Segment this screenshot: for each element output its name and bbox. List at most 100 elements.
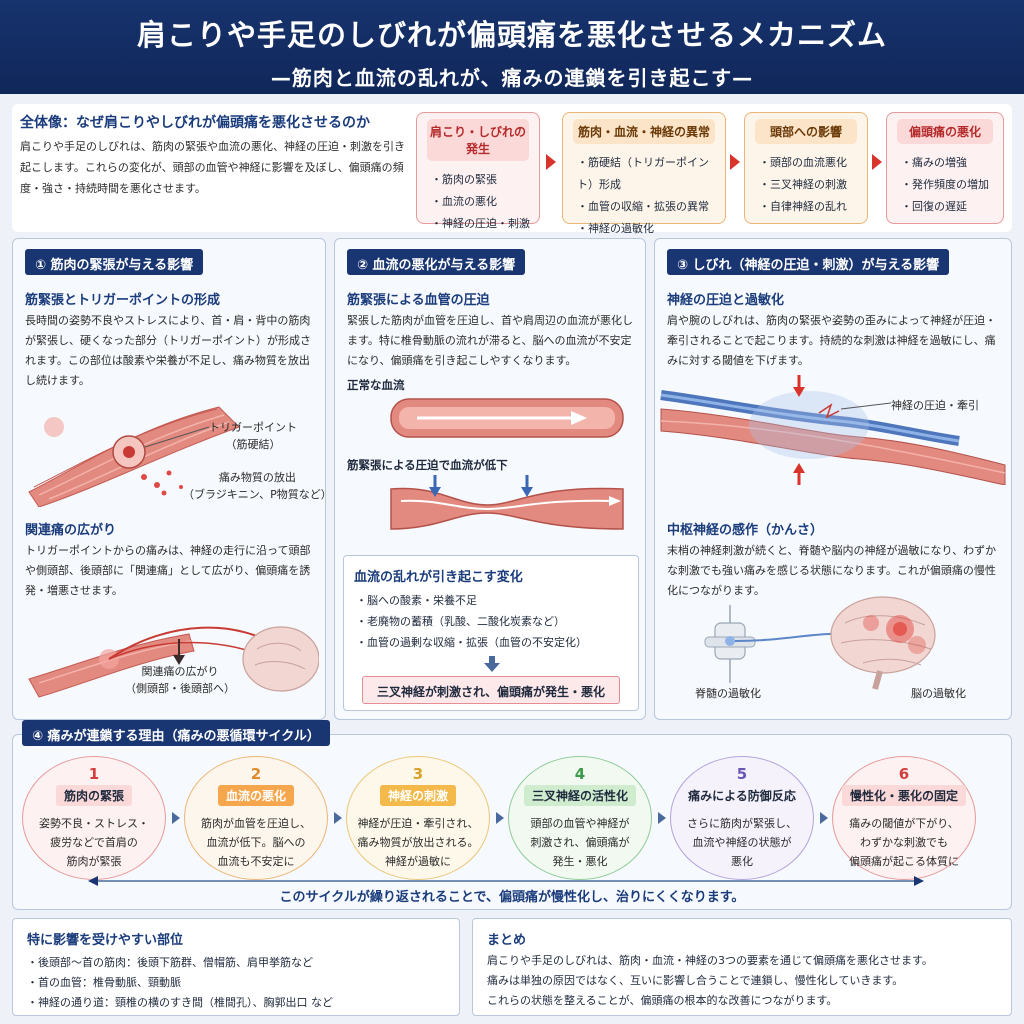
referred-pain-label: 関連痛の広がり（側頭部・後頭部へ） [125,665,235,695]
step-description: 姿勢不良・ストレス・疲労などで首肩の筋肉が緊張 [39,817,149,868]
flow-step-title: 偏頭痛の悪化 [897,119,993,144]
flow-step-3: 頭部への影響 頭部の血流悪化 三叉神経の刺激 自律神経の乱れ [744,112,868,224]
summary-box: まとめ 肩こりや手足のしびれは、筋肉・血流・神経の3つの要素を通じて偏頭痛を悪化… [472,918,1012,1016]
cycle-step-5: 5 痛みによる防御反応 さらに筋肉が緊張し、血流や神経の状態が悪化 [670,756,814,880]
compressed-flow-label: 筋緊張による圧迫で血流が低下 [347,458,508,472]
step-title: 神経の刺激 [379,785,456,806]
cycle-step-6: 6 慢性化・悪化の固定 痛みの閾値が下がり、わずかな刺激でも偏頭痛が起こる体質に [832,756,976,880]
blood-flow-effects-box: 血流の乱れが引き起こす変化 脳への酸素・栄養不足 老廃物の蓄積（乳酸、二酸化炭素… [343,555,639,711]
panel-subheading: 関連痛の広がり [25,523,117,538]
step-title: 筋肉の緊張 [55,785,132,806]
flow-item: 痛みの増強 [901,152,1003,174]
flow-item: 三叉神経の刺激 [759,174,867,196]
overview-description: 肩こりや手足のしびれは、筋肉の緊張や血流の悪化、神経の圧迫・刺激を引き起こします… [20,140,405,195]
step-title: 血流の悪化 [217,785,294,806]
step-description: 痛みの閾値が下がり、わずかな刺激でも偏頭痛が起こる体質に [849,817,959,868]
panel-heading: ② 血流の悪化が与える影響 [347,249,526,275]
affected-areas-box: 特に影響を受けやすい部位 後頭部〜首の筋肉：後頭下筋群、僧帽筋、肩甲挙筋など 首… [12,918,460,1016]
box-title: 特に影響を受けやすい部位 [27,933,184,948]
flow-item: 筋硬結（トリガーポイント）形成 [577,152,725,196]
box-title: まとめ [487,933,527,948]
flow-arrow-icon [730,154,740,170]
arrow-down-icon [484,656,500,672]
result-box: 三叉神経が刺激され、偏頭痛が発生・悪化 [362,676,620,704]
summary-text: 肩こりや手足のしびれは、筋肉・血流・神経の3つの要素を通じて偏頭痛を悪化させます… [487,954,933,1007]
nerve-compression-label: 神経の圧迫・牽引 [891,399,979,412]
page-title: 肩こりや手足のしびれが偏頭痛を悪化させるメカニズム [136,18,887,52]
flow-step-2: 筋肉・血流・神経の異常 筋硬結（トリガーポイント）形成 血管の収縮・拡張の異常 … [562,112,726,235]
panel-subheading: 筋緊張による血管の圧迫 [347,293,490,308]
step-description: 筋肉が血管を圧迫し、血流が低下。脳への血流も不安定に [201,817,311,868]
muscle-illustration [28,406,240,507]
cycle-step-1: 1 筋肉の緊張 姿勢不良・ストレス・疲労などで首肩の筋肉が緊張 [22,756,166,880]
step-title: 三叉神経の活性化 [523,785,636,806]
box-item: 血管の過剰な収縮・拡張（血管の不安定化） [356,632,587,653]
panel-text: トリガーポイントからの痛みは、神経の走行に沿って頭部や側頭部、後頭部に「関連痛」… [25,544,311,597]
panel-text: 長時間の姿勢不良やストレスにより、首・肩・背中の筋肉が緊張し、硬くなった部分（ト… [25,314,311,387]
panel-subheading: 中枢神経の感作（かんさ） [667,523,824,538]
panel-text: 緊張した筋肉が血管を圧迫し、首や肩周辺の血流が悪化します。特に椎骨動脈の流れが滞… [347,314,633,367]
cycle-step-4: 4 三叉神経の活性化 頭部の血管や神経が刺激され、偏頭痛が発生・悪化 [508,756,652,880]
flow-arrow-icon [872,154,882,170]
flow-step-1: 肩こり・しびれの発生 筋肉の緊張 血流の悪化 神経の圧迫・刺激 [416,112,540,230]
step-number: 4 [574,765,586,783]
cycle-step-2: 2 血流の悪化 筋肉が血管を圧迫し、血流が低下。脳への血流も不安定に [184,756,328,880]
flow-step-title: 頭部への影響 [755,119,857,144]
step-number: 2 [250,765,262,783]
step-number: 3 [412,765,424,783]
panel-subheading: 神経の圧迫と過敏化 [667,293,785,308]
central-sensitization-illustration [704,596,936,690]
flow-step-title: 肩こり・しびれの発生 [427,119,529,161]
normal-flow-label: 正常な血流 [347,378,405,392]
page-header: 肩こりや手足のしびれが偏頭痛を悪化させるメカニズム —筋肉と血流の乱れが、痛みの… [0,0,1024,94]
spinal-sensitization-label: 脊髄の過敏化 [695,687,761,700]
overview-title: 全体像：なぜ肩こりやしびれが偏頭痛を悪化させるのか [20,115,370,131]
nerve-compression-illustration [660,375,1006,485]
step-number: 1 [88,765,100,783]
panel-subheading: 筋緊張とトリガーポイントの形成 [25,293,221,308]
box-item: 脳への酸素・栄養不足 [356,590,587,611]
step-number: 6 [898,765,910,783]
panel-text: 末梢の神経刺激が続くと、脊髄や脳内の神経が過敏になり、わずかな刺激でも強い痛みを… [667,544,997,597]
normal-vessel-illustration [390,398,624,438]
box-item: 老廃物の蓄積（乳酸、二酸化炭素など） [356,611,587,632]
overview-section: 全体像：なぜ肩こりやしびれが偏頭痛を悪化させるのか 肩こりや手足のしびれは、筋肉… [12,104,1012,235]
nerve-panel: ③ しびれ（神経の圧迫・刺激）が与える影響 神経の圧迫と過敏化 肩や腕のしびれは… [654,238,1012,720]
step-title: 慢性化・悪化の固定 [841,785,966,806]
pain-release-label: 痛み物質の放出（ブラジキニン、P物質など） [183,471,332,501]
step-description: 頭部の血管や神経が刺激され、偏頭痛が発生・悪化 [530,817,630,868]
panel-text: 肩や腕のしびれは、筋肉の緊張や姿勢の歪みによって神経が圧迫・牽引されることで起こ… [667,314,997,367]
step-description: 神経が圧迫・牽引され、痛み物質が放出される。神経が過敏に [357,817,479,868]
panel-heading: ① 筋肉の緊張が与える影響 [25,249,204,275]
cycle-arrow-icon [496,812,504,824]
step-description: さらに筋肉が緊張し、血流や神経の状態が悪化 [687,817,797,868]
compressed-vessel-illustration [390,475,624,530]
cycle-arrow-icon [820,812,828,824]
step-title: 痛みによる防御反応 [688,789,796,803]
flow-item: 血流の悪化 [431,191,539,213]
trigger-point-label: トリガーポイント（筋硬結） [209,421,297,451]
brain-sensitization-label: 脳の過敏化 [911,687,966,700]
flow-step-4: 偏頭痛の悪化 痛みの増強 発作頻度の増加 回復の遅延 [886,112,1004,224]
blood-flow-panel: ② 血流の悪化が与える影響 筋緊張による血管の圧迫 緊張した筋肉が血管を圧迫し、… [334,238,646,720]
flow-item: 筋肉の緊張 [431,169,539,191]
flow-item: 頭部の血流悪化 [759,152,867,174]
area-item: 首の血管：椎骨動脈、頸動脈 [27,973,333,993]
flow-item: 発作頻度の増加 [901,174,1003,196]
referred-pain-illustration [28,626,319,698]
box-title: 血流の乱れが引き起こす変化 [354,570,523,585]
area-item: 神経の通り道：頸椎の横のすき間（椎間孔）、胸郭出口 など [27,993,333,1013]
cycle-return-arrow-icon [88,876,924,886]
flow-item: 回復の遅延 [901,196,1003,218]
flow-item: 神経の圧迫・刺激 [431,213,539,235]
muscle-panel: ① 筋肉の緊張が与える影響 筋緊張とトリガーポイントの形成 長時間の姿勢不良やス… [12,238,332,720]
page-subtitle: —筋肉と血流の乱れが、痛みの連鎖を引き起こす— [270,66,754,90]
cycle-arrow-icon [172,812,180,824]
cycle-arrow-icon [334,812,342,824]
area-item: 後頭部〜首の筋肉：後頭下筋群、僧帽筋、肩甲挙筋など [27,953,333,973]
flow-arrow-icon [546,154,556,170]
cycle-arrow-icon [658,812,666,824]
flow-item: 血管の収縮・拡張の異常 [577,196,725,218]
flow-item: 自律神経の乱れ [759,196,867,218]
cycle-heading: ④ 痛みが連鎖する理由（痛みの悪循環サイクル） [22,720,330,746]
